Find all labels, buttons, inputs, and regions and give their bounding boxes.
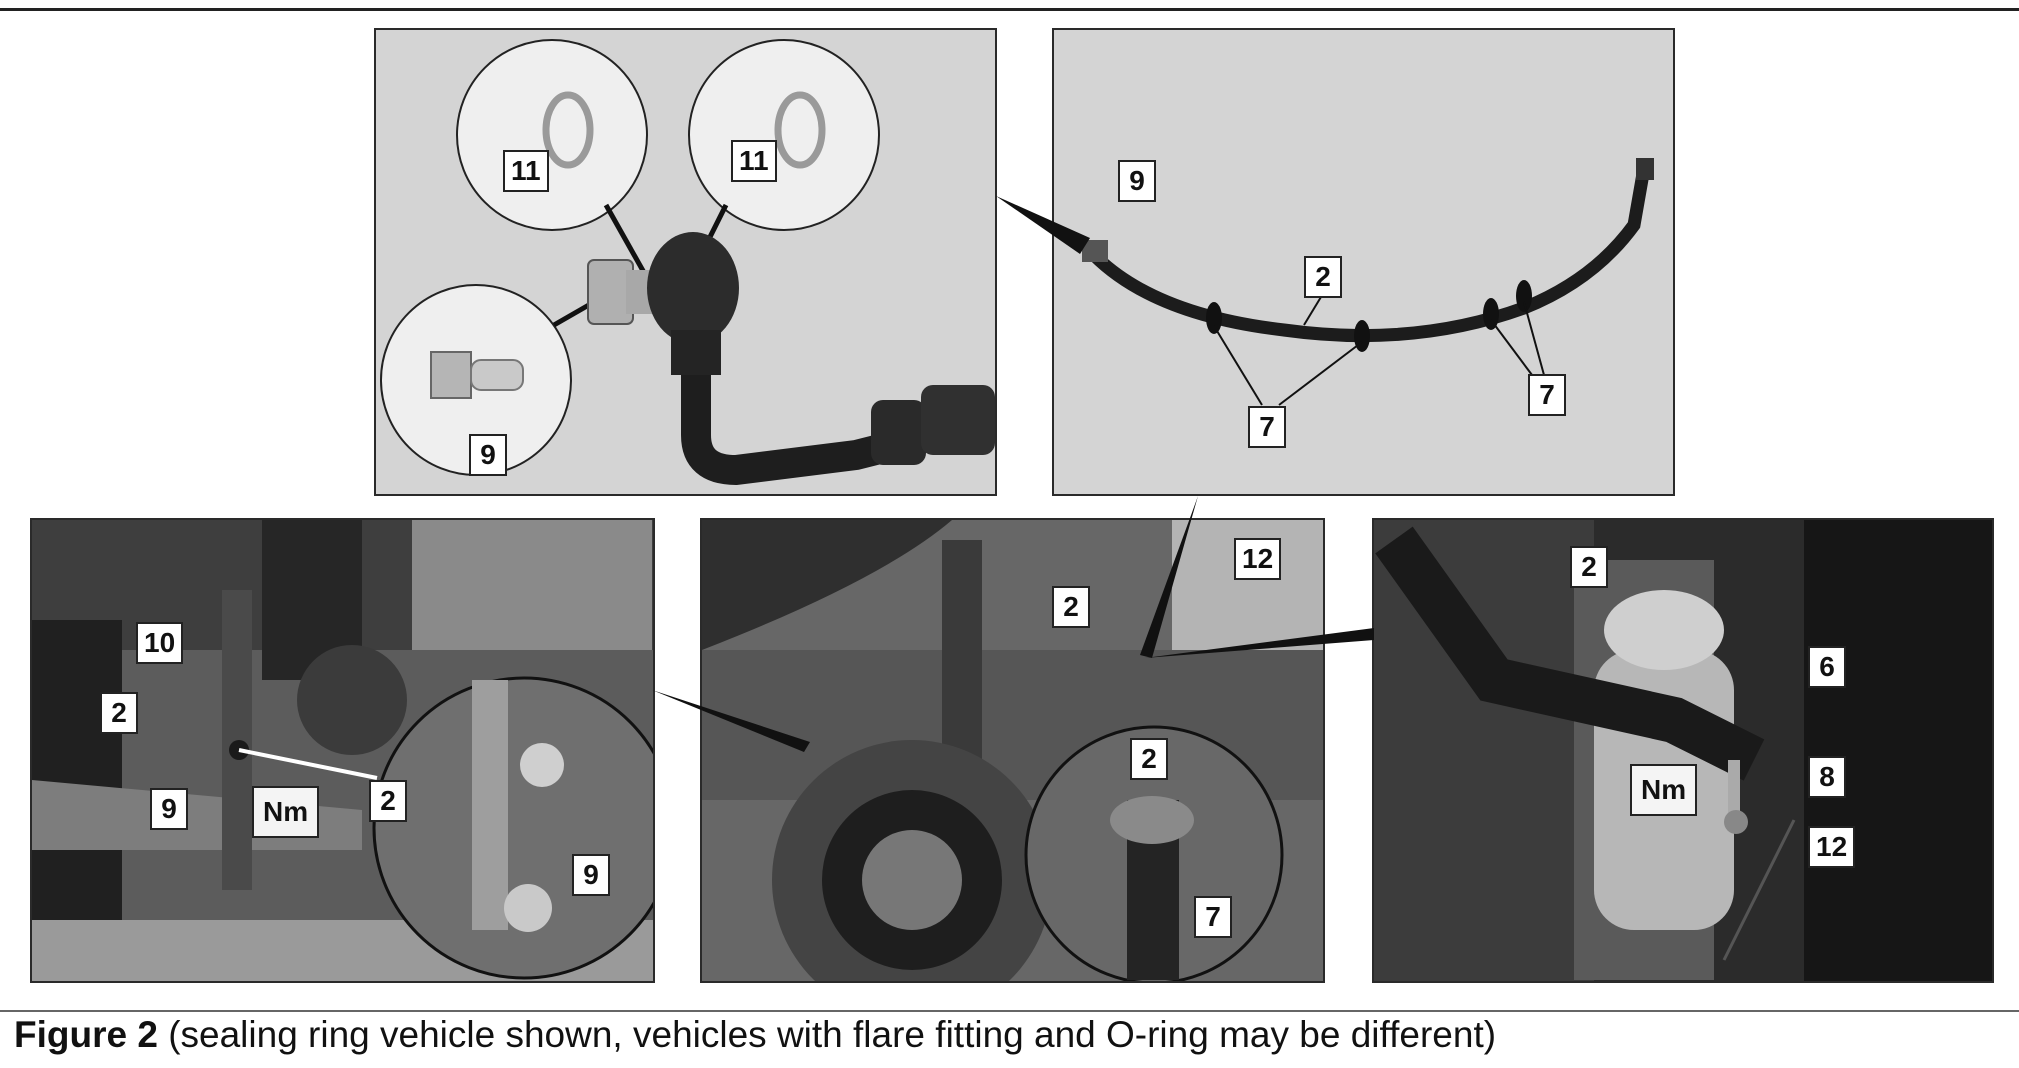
- panel-rear-center: 12 2 2 7: [700, 518, 1325, 983]
- callout-9: 9: [1118, 160, 1156, 202]
- callout-12: 12: [1808, 826, 1856, 868]
- caption-text: (sealing ring vehicle shown, vehicles wi…: [157, 1014, 1497, 1055]
- callout-10: 10: [136, 622, 184, 664]
- callout-9: 9: [469, 434, 507, 476]
- panel-fitting-detail: 11 11 9: [374, 28, 997, 496]
- callout-7: 7: [1528, 374, 1566, 416]
- caption-rule: [0, 1010, 2019, 1012]
- callout-2: 2: [369, 780, 407, 822]
- callout-7: 7: [1248, 406, 1286, 448]
- callout-9: 9: [150, 788, 188, 830]
- callout-7: 7: [1194, 896, 1232, 938]
- rear-right-photo: [1374, 520, 1992, 981]
- callout-2: 2: [1304, 256, 1342, 298]
- callout-11: 11: [503, 150, 549, 192]
- rear-left-photo: [32, 520, 653, 981]
- figure-caption: Figure 2 (sealing ring vehicle shown, ve…: [14, 1014, 1496, 1056]
- callout-2: 2: [1570, 546, 1608, 588]
- callout-9: 9: [572, 854, 610, 896]
- callout-2: 2: [1052, 586, 1090, 628]
- callout-12: 12: [1234, 538, 1282, 580]
- callout-2: 2: [100, 692, 138, 734]
- line-overview-illustration: [1082, 158, 1654, 406]
- callout-11: 11: [731, 140, 777, 182]
- fitting-detail-illustration: [380, 39, 995, 486]
- caption-label: Figure 2: [14, 1014, 158, 1055]
- torque-nm-label: Nm: [1630, 764, 1698, 816]
- callout-2: 2: [1130, 738, 1168, 780]
- panel-rear-left: 10 2 9 Nm 2 9: [30, 518, 655, 983]
- panel-rear-right: 2 6 Nm 8 12: [1372, 518, 1994, 983]
- top-rule: [0, 8, 2019, 11]
- callout-8: 8: [1808, 756, 1846, 798]
- panel-line-overview: 9 2 7 7: [1052, 28, 1675, 496]
- torque-nm-label: Nm: [252, 786, 320, 838]
- callout-6: 6: [1808, 646, 1846, 688]
